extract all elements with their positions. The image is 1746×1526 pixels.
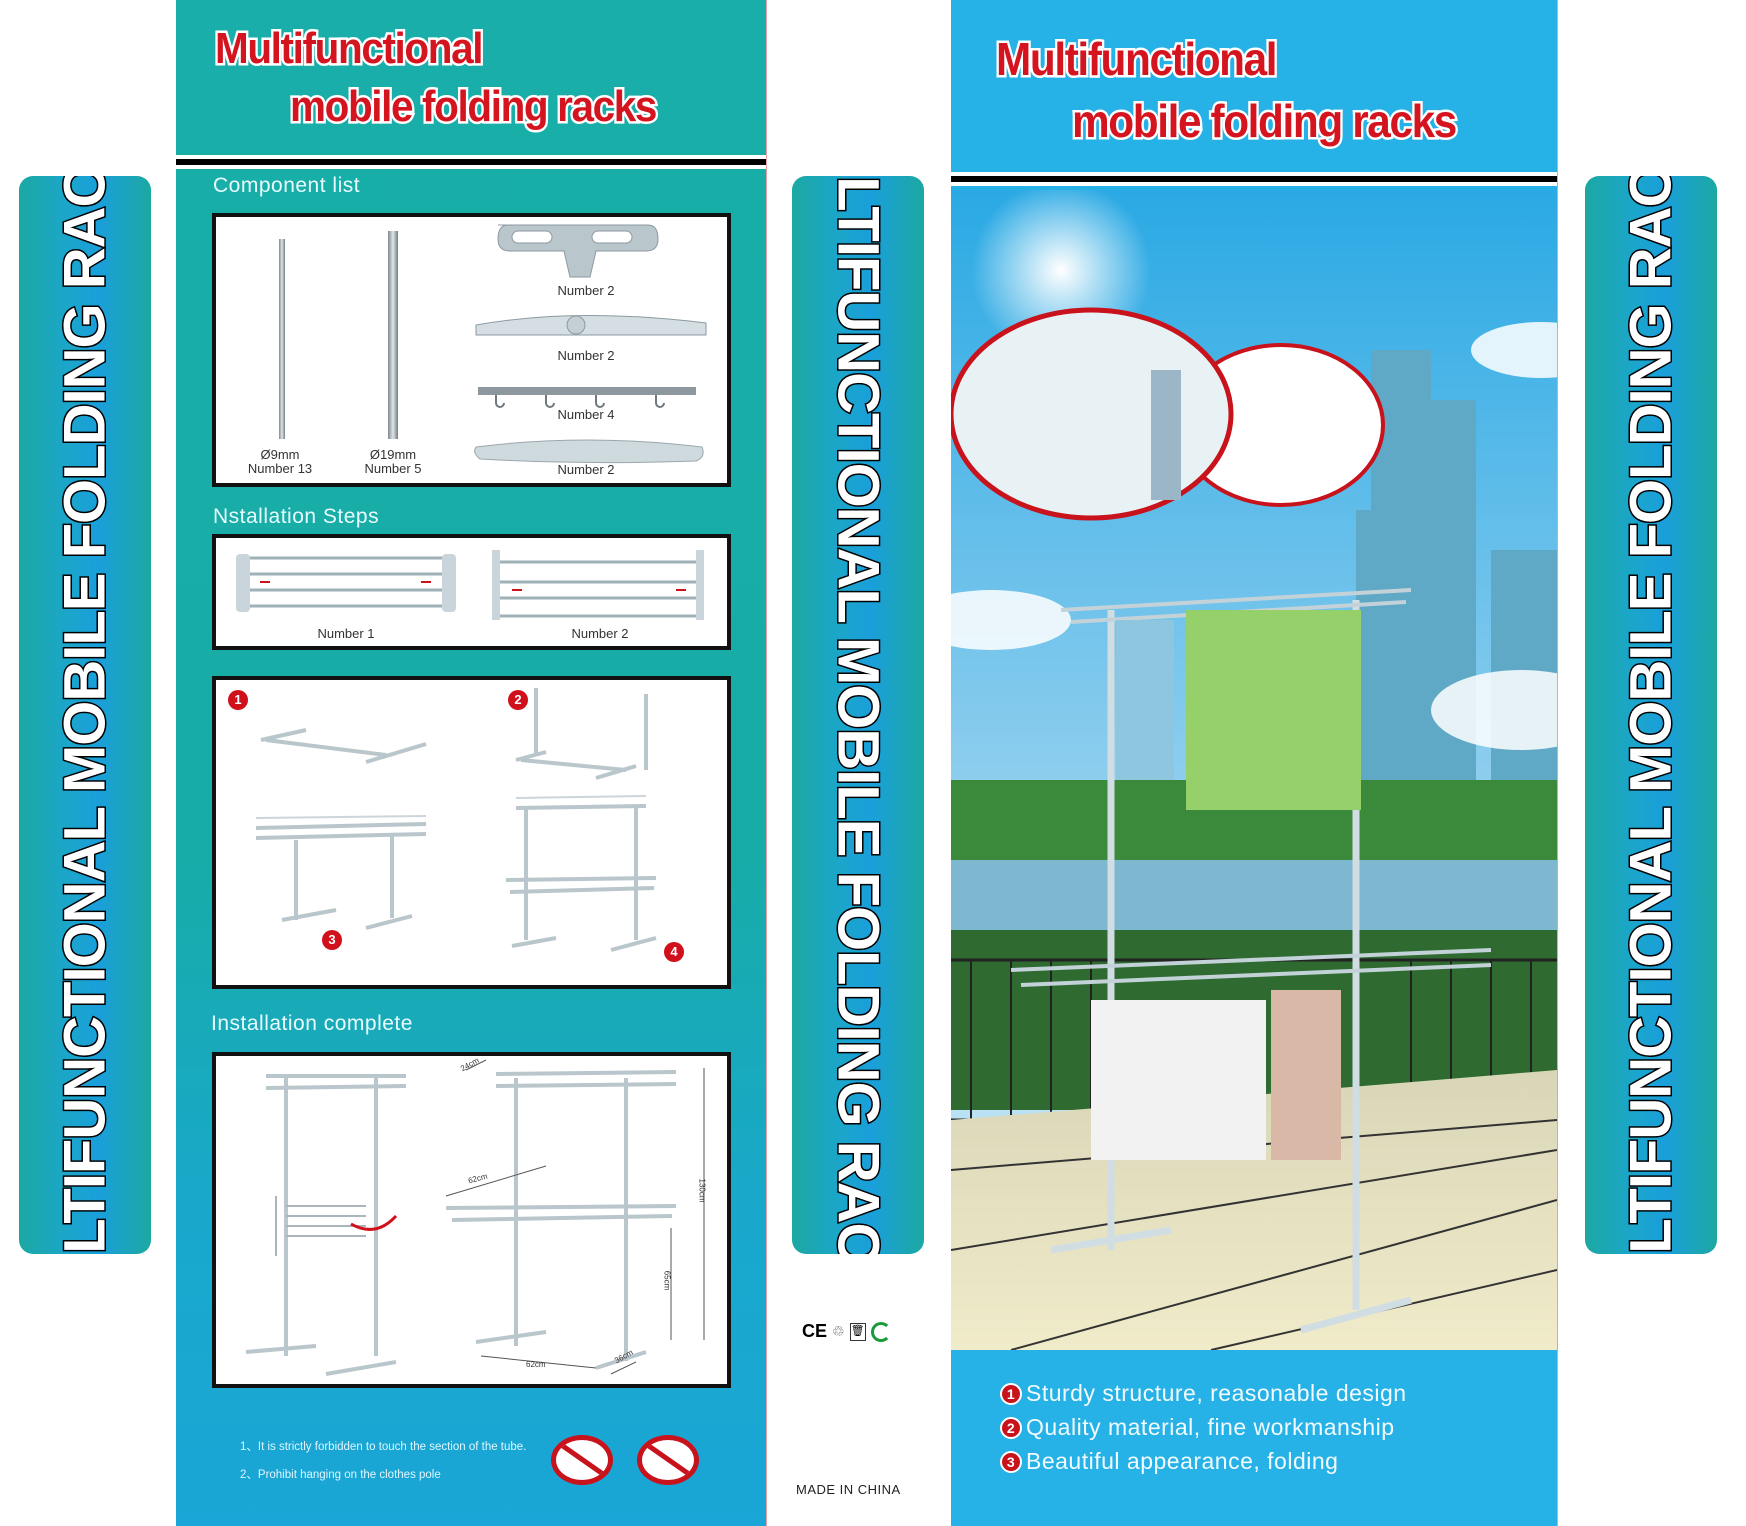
installation-complete-label: Installation complete bbox=[211, 1012, 413, 1035]
feature-number: 2 bbox=[1000, 1416, 1022, 1439]
feature-text: Sturdy structure, reasonable design bbox=[1026, 1380, 1407, 1406]
step-drawings bbox=[236, 550, 704, 620]
side-strip-center: MULTIFUNCTIONAL MOBILE FOLDING RACKS bbox=[792, 176, 924, 1254]
step-number: 1 bbox=[228, 690, 248, 710]
dimension-label: 65cm bbox=[662, 1270, 672, 1291]
assembly-drawings bbox=[255, 688, 657, 952]
complete-rack-drawings bbox=[245, 1059, 705, 1376]
strip-title: MULTIFUNCTIONAL MOBILE FOLDING RACKS bbox=[1617, 176, 1685, 1254]
fold-line bbox=[766, 0, 767, 1526]
component-list-label: Component list bbox=[213, 174, 361, 197]
side-strip-right: MULTIFUNCTIONAL MOBILE FOLDING RACKS bbox=[1585, 176, 1717, 1254]
no-hanging-icon bbox=[637, 1435, 699, 1485]
green-dot-icon bbox=[870, 1321, 891, 1342]
component-size: Ø9mm bbox=[260, 447, 300, 462]
feature-text: Beautiful appearance, folding bbox=[1026, 1448, 1339, 1474]
installation-complete-box: 24cm 62cm 130cm 65cm 62cm 36cm bbox=[212, 1052, 731, 1388]
warning-2: 2、Prohibit hanging on the clothes pole bbox=[240, 1469, 441, 1481]
step-number: 3 bbox=[322, 930, 342, 950]
certification-marks: CE ♲ 🗑 bbox=[802, 1321, 891, 1342]
component-count: Number 2 bbox=[557, 462, 615, 477]
feature-number: 1 bbox=[1000, 1382, 1022, 1405]
feature-number: 3 bbox=[1000, 1450, 1022, 1473]
title-line1: Multifunctional bbox=[994, 31, 1280, 88]
component-count: Number 13 bbox=[247, 461, 313, 476]
ce-mark: CE bbox=[802, 1321, 828, 1341]
title-line2: mobile folding racks bbox=[1070, 93, 1460, 150]
feature-text: Quality material, fine workmanship bbox=[1026, 1414, 1395, 1440]
drying-rack-scene bbox=[951, 190, 1557, 1350]
no-touch-tube-icon bbox=[551, 1435, 613, 1485]
component-count: Number 2 bbox=[557, 348, 615, 363]
step-caption: Number 2 bbox=[571, 626, 629, 641]
dimension-label: 130cm bbox=[697, 1178, 707, 1203]
component-count: Number 5 bbox=[364, 461, 422, 476]
component-size: Ø19mm bbox=[369, 447, 417, 462]
product-photo bbox=[951, 190, 1557, 1350]
title-line2: mobile folding racks bbox=[288, 80, 660, 134]
component-count: Number 4 bbox=[557, 407, 615, 422]
recycle-icon: ♲ bbox=[832, 1323, 845, 1339]
component-list-box: Ø9mm Number 13 Ø19mm Number 5 Number 2 N… bbox=[212, 213, 731, 487]
strip-title: MULTIFUNCTIONAL MOBILE FOLDING RACKS bbox=[51, 176, 119, 1254]
installation-steps-label: Nstallation Steps bbox=[213, 505, 380, 528]
component-drawings bbox=[279, 224, 707, 464]
divider bbox=[951, 172, 1557, 186]
strip-title: MULTIFUNCTIONAL MOBILE FOLDING RACKS bbox=[824, 176, 892, 1254]
made-in-china: MADE IN CHINA bbox=[796, 1482, 901, 1497]
side-strip-left: MULTIFUNCTIONAL MOBILE FOLDING RACKS bbox=[19, 176, 151, 1254]
installation-steps-box: Number 1 Number 2 bbox=[212, 534, 731, 650]
step-number: 2 bbox=[508, 690, 528, 710]
warning-1: 1、It is strictly forbidden to touch the … bbox=[240, 1441, 527, 1453]
divider bbox=[176, 155, 766, 169]
fold-line bbox=[1557, 0, 1558, 1526]
trash-bin-icon: 🗑 bbox=[849, 1322, 866, 1341]
title-line1: Multifunctional bbox=[213, 22, 486, 76]
step-number: 4 bbox=[664, 942, 684, 962]
dimension-label: 62cm bbox=[526, 1360, 546, 1369]
step-caption: Number 1 bbox=[317, 626, 375, 641]
assembly-steps-box: 1 2 3 4 bbox=[212, 676, 731, 989]
component-count: Number 2 bbox=[557, 283, 615, 298]
